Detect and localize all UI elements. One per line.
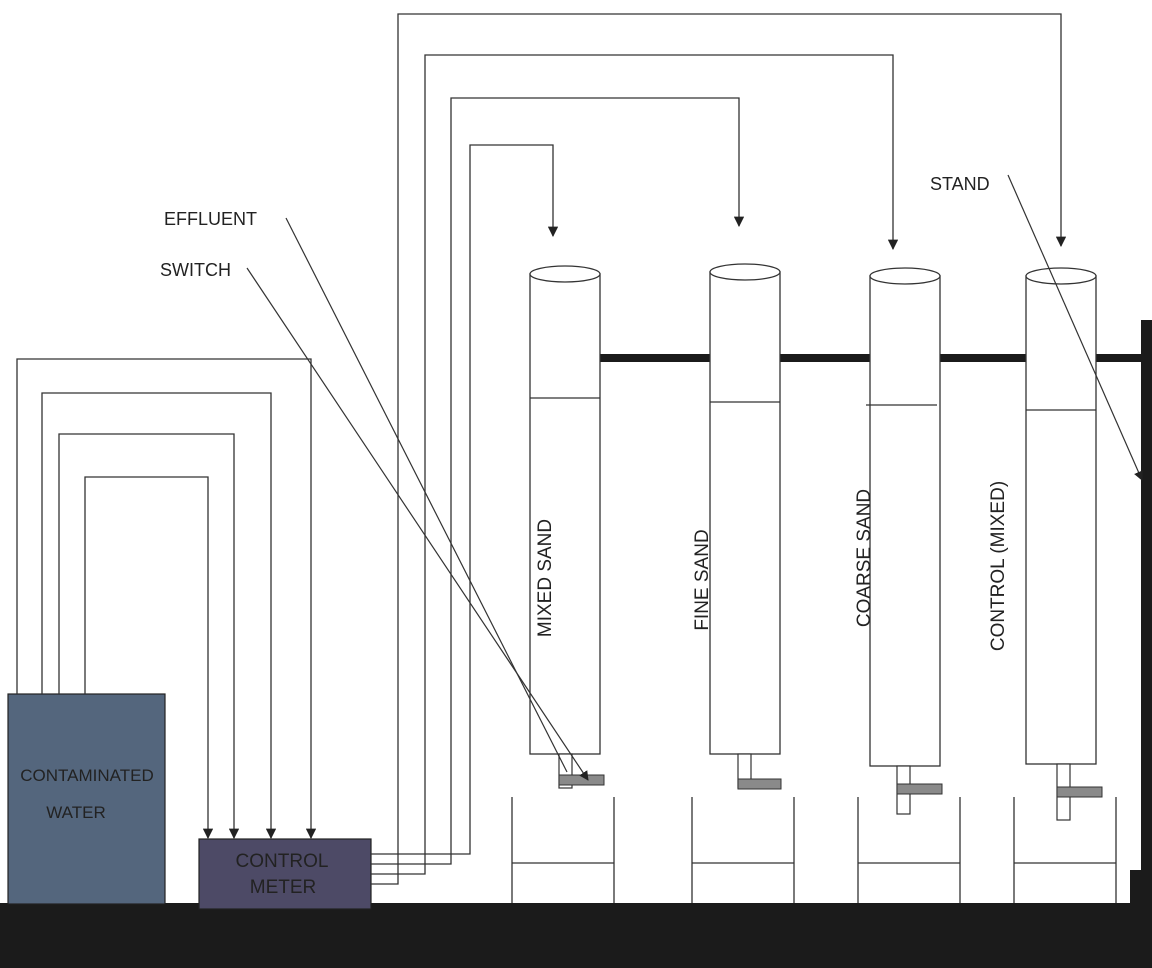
- tank-label: CONTAMINATED: [20, 766, 153, 785]
- beaker: [691, 797, 795, 903]
- effluent-label: EFFLUENT: [164, 209, 257, 229]
- meter-label: CONTROL: [236, 851, 329, 872]
- stand-frame: [532, 320, 1152, 910]
- stand-crossbar: [532, 354, 1146, 362]
- tank-label: WATER: [46, 803, 106, 822]
- stand-leader: [1007, 174, 1143, 481]
- column-label: COARSE SAND: [854, 489, 875, 627]
- meter-label: METER: [250, 877, 317, 898]
- beaker: [857, 797, 961, 903]
- control-meter: CONTROL METER: [198, 838, 372, 910]
- stand-post: [1141, 320, 1152, 910]
- column-label: CONTROL (MIXED): [988, 481, 1009, 651]
- column-fine-sand: FINE SAND: [692, 263, 782, 790]
- column-label: FINE SAND: [692, 529, 713, 630]
- stand-label: STAND: [930, 174, 990, 194]
- column-control-mixed: CONTROL (MIXED): [988, 267, 1103, 821]
- switch-leader: [246, 267, 589, 781]
- column-label: MIXED SAND: [535, 519, 556, 637]
- feed-pipes: [371, 13, 1067, 885]
- beaker: [1013, 797, 1117, 903]
- ground-base: [0, 903, 1152, 968]
- column-coarse-sand: COARSE SAND: [854, 267, 943, 815]
- sand-columns: MIXED SAND FINE SAND COARSE SAND CONTROL…: [529, 263, 1103, 821]
- stand-foot: [1130, 870, 1152, 910]
- valve-icon: [558, 774, 605, 786]
- valve-icon: [896, 783, 943, 795]
- switch-label: SWITCH: [160, 260, 231, 280]
- beaker: [511, 797, 615, 903]
- beakers: [511, 797, 1117, 903]
- column-mixed-sand: MIXED SAND: [529, 265, 605, 789]
- callouts: EFFLUENT SWITCH STAND: [160, 174, 1143, 781]
- contaminated-water-tank: CONTAMINATED WATER: [7, 693, 166, 905]
- valve-icon: [737, 778, 782, 790]
- valve-icon: [1056, 786, 1103, 798]
- supply-pipes: [16, 358, 317, 840]
- effluent-leader: [285, 217, 568, 773]
